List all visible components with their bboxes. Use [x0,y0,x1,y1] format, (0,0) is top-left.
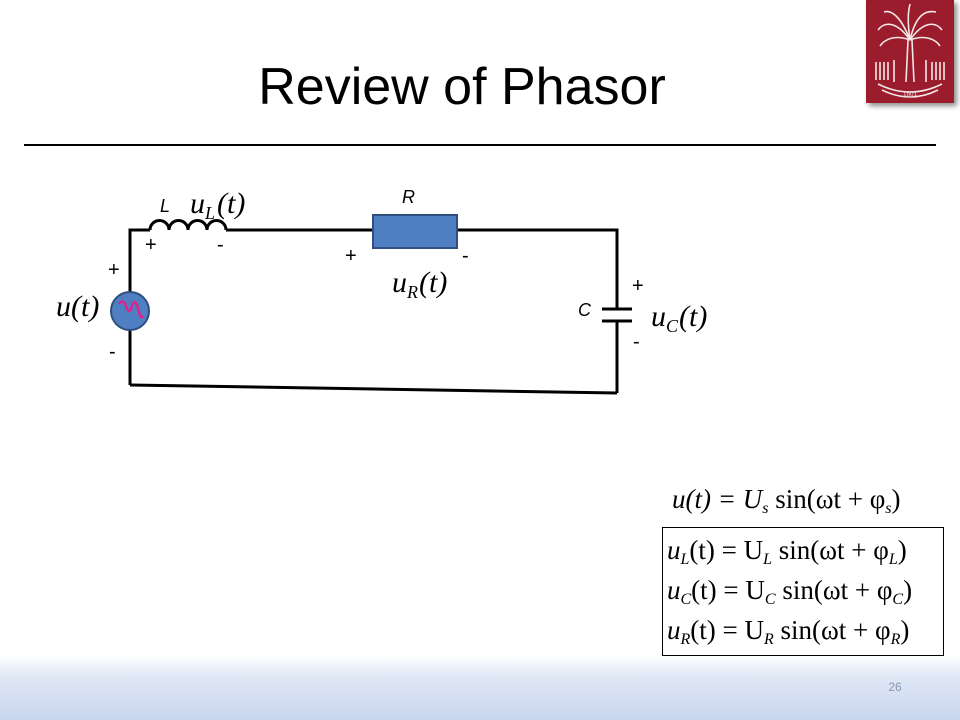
equation-inductor: uL(t) = UL sin(ωt + φL) [667,534,907,568]
source-plus-sign: + [108,259,120,281]
capacitor-voltage-arg: (t) [679,300,707,333]
title-divider [24,144,936,146]
eq-L-var: u [667,535,681,565]
eq-R-rhs: sin(ωt + φ [773,615,891,645]
palmetto-seal-icon: 1801 [875,3,945,98]
resistor-minus-sign: - [462,245,469,267]
inductor-symbol [148,219,228,231]
eq-C-phase-sub: C [892,591,904,608]
wire-left-top [128,228,150,293]
capacitor-label: C [578,300,592,320]
footer-band [0,655,960,720]
eq-C-end: ) [903,575,913,605]
page-number: 26 [888,680,902,694]
eq-L-rhs: sin(ωt + φ [772,535,889,565]
circuit-wires [128,228,619,395]
eq-source-rhs: sin(ωt + φ [768,484,886,514]
equation-resistor: uR(t) = UR sin(ωt + φR) [667,614,910,648]
eq-C-amp-sub: C [764,591,776,608]
eq-R-sub: R [680,631,691,648]
capacitor-minus-sign: - [633,331,640,353]
wire-bottom [129,383,618,395]
eq-source-phase-sub: s [885,500,892,517]
capacitor-voltage-var: u [651,300,666,333]
ac-source-icon [110,291,150,331]
eq-C-rhs: sin(ωt + φ [775,575,893,605]
eq-R-mid: (t) = U [690,615,764,645]
eq-source-lhs: u(t) = U [672,484,763,514]
eq-R-phase-sub: R [890,631,901,648]
resistor-symbol [372,214,458,249]
eq-source-end: ) [891,484,901,514]
eq-L-amp-sub: L [763,551,773,568]
source-voltage-label: u(t) [56,290,99,323]
eq-R-end: ) [900,615,910,645]
eq-C-var: u [667,575,681,605]
eq-L-end: ) [897,535,907,565]
capacitor-symbol [602,307,632,323]
resistor-voltage-sub: R [406,282,418,302]
eq-C-sub: C [680,591,692,608]
university-logo: 1801 [866,0,954,103]
source-minus-sign: - [109,341,116,363]
equations-box [662,527,944,656]
eq-L-sub: L [680,551,690,568]
equation-capacitor: uC(t) = UC sin(ωt + φC) [667,574,913,608]
inductor-voltage-arg: (t) [217,187,245,220]
equation-source: u(t) = Us sin(ωt + φs) [672,483,901,517]
logo-year: 1801 [903,90,918,98]
eq-L-phase-sub: L [888,551,898,568]
resistor-voltage-arg: (t) [419,266,447,299]
eq-C-mid: (t) = U [691,575,765,605]
inductor-minus-sign: - [217,234,224,256]
eq-source-sub: s [762,500,769,517]
eq-R-var: u [667,615,681,645]
eq-L-mid: (t) = U [689,535,764,565]
inductor-plus-sign: + [145,234,157,256]
inductor-voltage-var: u [190,187,205,220]
inductor-label: L [160,196,170,216]
resistor-label: R [402,187,415,207]
wire-top-right [458,228,619,309]
capacitor-voltage-sub: C [666,316,679,336]
slide-title: Review of Phasor [258,58,666,116]
resistor-plus-sign: + [345,245,357,267]
inductor-voltage-sub: L [204,203,215,223]
eq-R-amp-sub: R [764,631,774,648]
capacitor-plus-sign: + [632,275,644,297]
resistor-voltage-var: u [392,266,407,299]
rlc-circuit-diagram: L R C + - + - + - + - u(t) u L (t) u R (… [56,187,707,395]
